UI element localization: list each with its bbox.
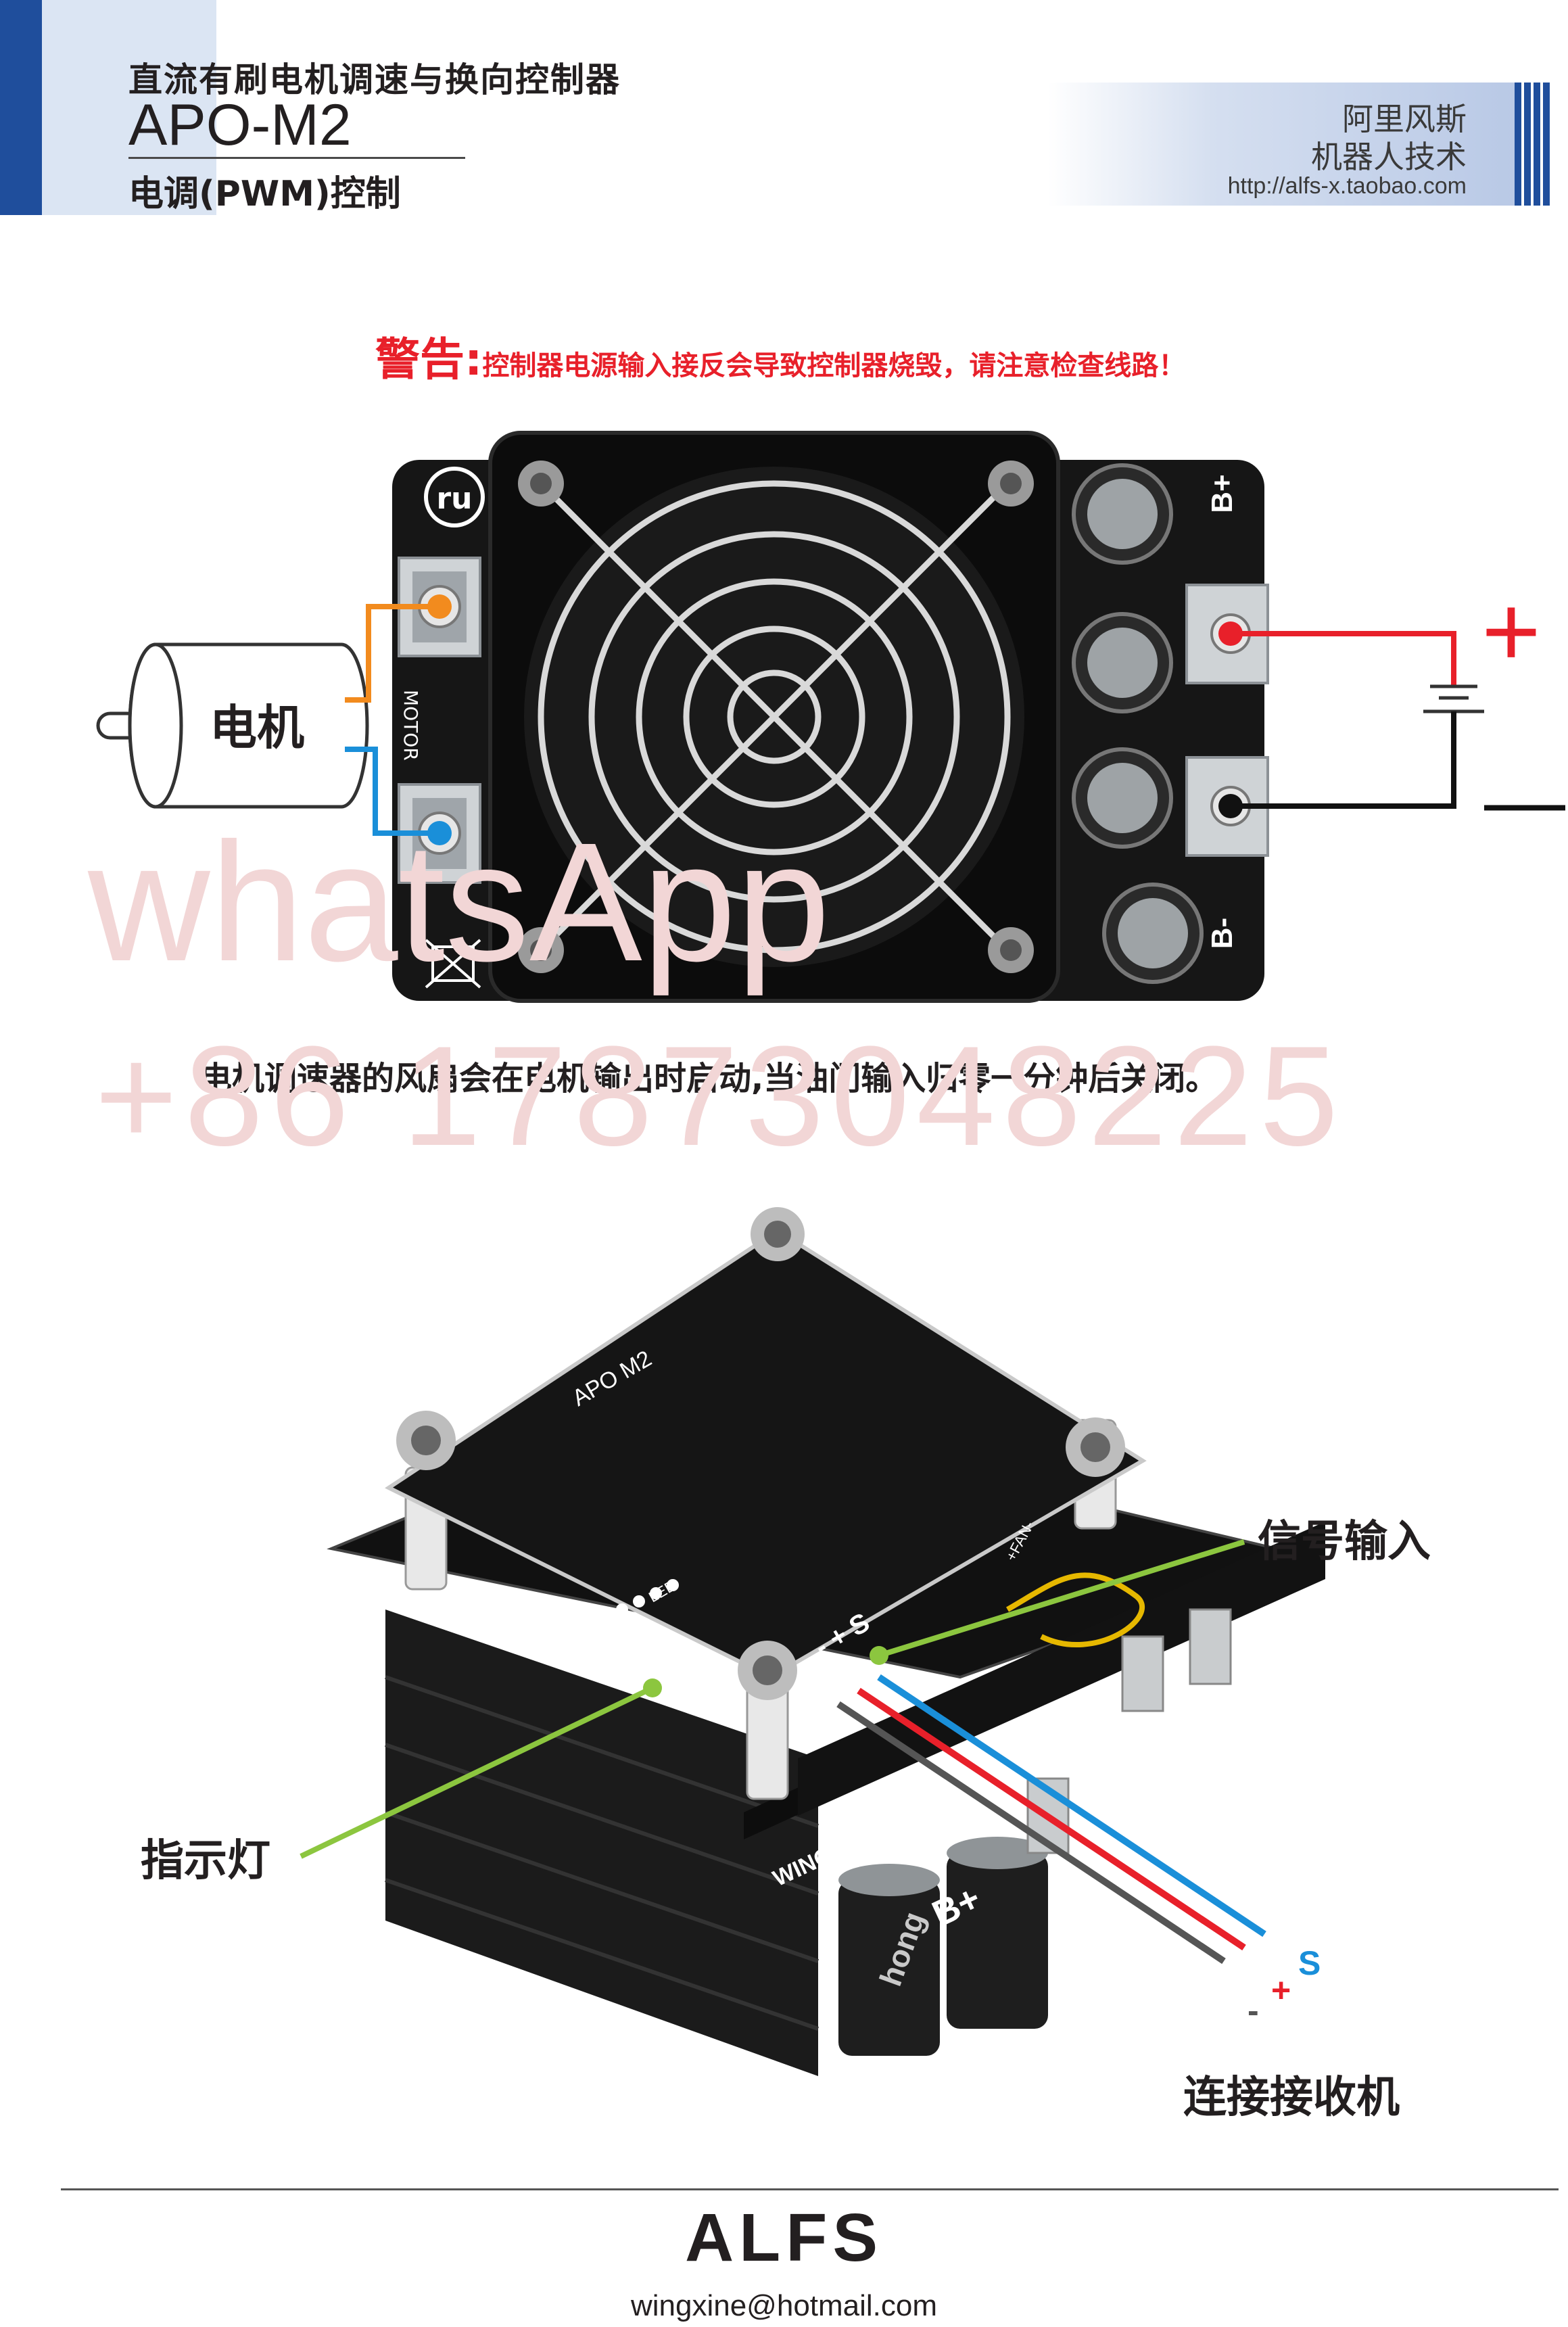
fan-wire	[1006, 1572, 1145, 1647]
signal-callout-dot	[870, 1646, 888, 1665]
wiring-diagram-top: ru MOTOR	[96, 431, 1565, 1003]
section-title: 电调(PWM)控制	[128, 174, 401, 214]
brand-banner	[1048, 83, 1515, 206]
led-callout-dot	[643, 1678, 662, 1697]
product-subtitle: 直流有刷电机调速与换向控制器	[128, 60, 621, 99]
battery-wire-red	[1231, 631, 1456, 686]
watermark-phone: +86 17873048225	[95, 1016, 1346, 1175]
receiver-label: 连接接收机	[1183, 2073, 1400, 2123]
led-indicator-icon	[616, 1579, 679, 1616]
motor-label: 电机	[210, 700, 304, 755]
footer-logo: ALFS	[684, 2200, 884, 2276]
motor-wire-orange	[345, 604, 439, 703]
signal-input-label: 信号输入	[1258, 1517, 1431, 1567]
warning-text: 控制器电源输入接反会导致控制器烧毁，请注意检查线路！	[482, 350, 1186, 381]
battery-wire-black	[1231, 711, 1456, 809]
wire-plus-label: +	[1271, 1971, 1291, 2009]
motor-icon	[96, 642, 369, 809]
fan-screw-icon	[518, 461, 1034, 973]
ul-mark-icon: ru	[424, 467, 485, 527]
wire-dot-black	[1218, 794, 1243, 818]
signal-callout-line	[878, 1539, 1245, 1658]
fan-guard	[538, 480, 1011, 954]
signal-wire-blue	[877, 1674, 1266, 1937]
motor-wire-blue	[345, 747, 439, 836]
brand-url: http://alfs-x.taobao.com	[1227, 173, 1467, 199]
heatsink	[385, 1609, 818, 2076]
nut-icon	[396, 1207, 1125, 1700]
positive-sign: +	[1481, 574, 1541, 688]
brand-banner-stripes	[1515, 83, 1550, 206]
pcb-top	[384, 1228, 1147, 1680]
signal-wire-red	[857, 1687, 1246, 1951]
warning-banner: 警告:控制器电源输入接反会导致控制器烧毁，请注意检查线路！	[375, 323, 1185, 388]
wire-minus-label: -	[1248, 1992, 1259, 2029]
wire-dot-blue	[427, 821, 452, 845]
wire-s-label: S	[1298, 1944, 1321, 1982]
led-indicator-label: 指示灯	[141, 1836, 270, 1886]
footer-email: wingxine@hotmail.com	[630, 2289, 938, 2322]
fan-caption: 电机调速器的风扇会在电机输出时启动,当油门输入归零一分钟后关闭。	[199, 1060, 1218, 1098]
watermark-whatsapp: whatsApp	[88, 807, 830, 996]
brand-name: 阿里风斯	[1342, 101, 1467, 137]
b-minus-label: B-	[1237, 1678, 1289, 1731]
brand-tagline: 机器人技术	[1311, 139, 1467, 175]
led-callout-line	[300, 1685, 654, 1859]
negative-sign: —	[1484, 755, 1565, 846]
header-divider	[128, 157, 465, 159]
header-accent-bar	[0, 0, 42, 215]
b-plus-silkscreen: B+	[1206, 474, 1239, 513]
signal-wire-gray	[836, 1701, 1226, 1965]
wire-dot-red	[1218, 621, 1243, 646]
battery-symbol-icon	[1423, 684, 1484, 713]
b-minus-silkscreen: B-	[1206, 918, 1239, 949]
motor-silkscreen: MOTOR	[400, 690, 422, 761]
warning-prefix: 警告:	[375, 333, 483, 385]
wire-dot-orange	[427, 594, 452, 619]
footer-divider	[61, 2188, 1559, 2190]
product-photo-iso: hong B- B+ WINGXINE APO M2 LED +FAN- - +…	[300, 1207, 1325, 2076]
pcb-lower-front	[798, 1522, 1325, 1816]
svg-text:ru: ru	[436, 481, 472, 516]
capacitor-bank	[1072, 463, 1204, 984]
capacitor-icon	[838, 1837, 1048, 2056]
recycle-bin-icon	[425, 939, 481, 989]
product-model: APO-M2	[128, 93, 352, 158]
